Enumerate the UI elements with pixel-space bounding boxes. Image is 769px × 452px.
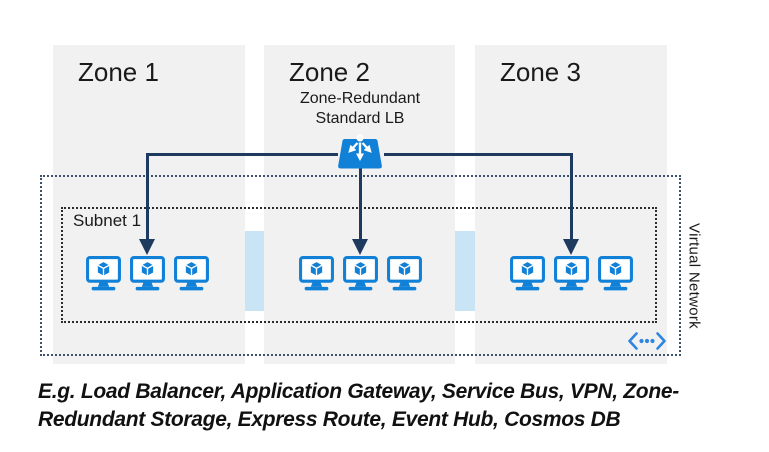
- vm-icon: [343, 256, 378, 293]
- load-balancer-icon: [338, 134, 382, 169]
- load-balancer-label: Zone-Redundant Standard LB: [262, 89, 458, 129]
- zone-1-vm-group: [86, 256, 209, 293]
- subnet-bridge-strip: [245, 231, 264, 311]
- vm-icon: [387, 256, 422, 293]
- connector-line: [384, 153, 573, 156]
- connector-line: [570, 153, 573, 240]
- load-balancer-label-line1: Zone-Redundant: [299, 90, 421, 107]
- virtual-network-icon: [628, 332, 666, 350]
- zone-2-column: Zone 2: [264, 45, 455, 364]
- connector-line: [146, 153, 149, 240]
- zone-2-label: Zone 2: [289, 57, 370, 87]
- load-balancer-label-line2: Standard LB: [315, 110, 405, 127]
- caption-line2: Redundant Storage, Express Route, Event …: [38, 407, 621, 431]
- vm-icon: [86, 256, 121, 293]
- vm-icon: [598, 256, 633, 293]
- connector-line: [146, 153, 338, 156]
- virtual-network-label: Virtual Network: [685, 223, 703, 329]
- arrow-down-icon: [563, 239, 579, 255]
- caption: E.g. Load Balancer, Application Gateway,…: [38, 378, 679, 433]
- zone-1-column: Zone 1: [53, 45, 245, 364]
- subnet-label: Subnet 1: [73, 211, 142, 230]
- arrow-down-icon: [139, 239, 155, 255]
- vm-icon: [510, 256, 545, 293]
- connector-line: [359, 168, 362, 240]
- vm-icon: [174, 256, 209, 293]
- caption-line1: E.g. Load Balancer, Application Gateway,…: [38, 380, 679, 403]
- zone-1-label: Zone 1: [78, 57, 159, 87]
- vm-icon: [130, 256, 165, 293]
- vm-icon: [299, 256, 334, 293]
- vm-icon: [554, 256, 589, 293]
- subnet-bridge-strip: [455, 231, 475, 311]
- zone-3-label: Zone 3: [500, 57, 581, 87]
- zone-3-vm-group: [510, 256, 633, 293]
- arrow-down-icon: [352, 239, 368, 255]
- zone-2-vm-group: [299, 256, 422, 293]
